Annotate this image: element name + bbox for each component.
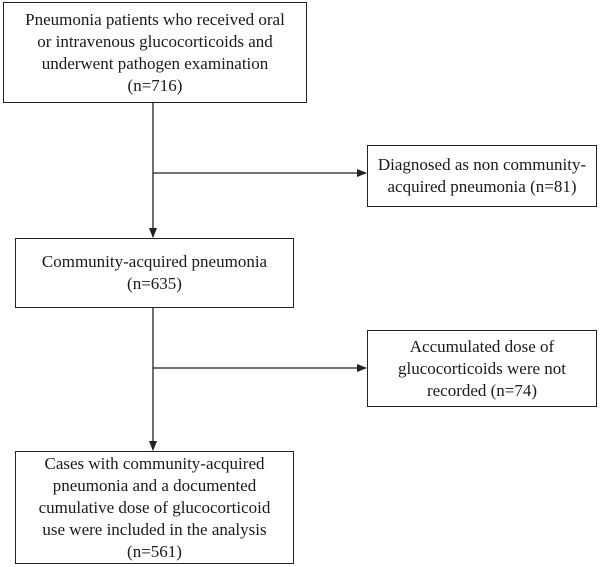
initial-cohort-line: underwent pathogen examination [41, 53, 269, 73]
cap-cohort-count: (n=635) [127, 274, 182, 293]
final-analysis-line: Cases with community-acquired [44, 453, 265, 473]
exclusion-dose-not-recorded-box: Accumulated dose of glucocorticoids were… [367, 330, 597, 407]
final-analysis-line: use were included in the analysis [42, 519, 267, 539]
cap-cohort-line: Community-acquired pneumonia [41, 252, 268, 271]
exclusion-dose-line: recorded (n=74) [426, 380, 538, 400]
exclusion-dose-line: glucocorticoids were not [397, 358, 567, 378]
final-analysis-box: Cases with community-acquired pneumonia … [15, 451, 294, 564]
final-analysis-line: cumulative dose of glucocorticoid [38, 497, 271, 517]
initial-cohort-line: or intravenous glucocorticoids and [37, 31, 273, 51]
initial-cohort-count: (n=716) [127, 75, 183, 95]
exclusion-non-cap-line: acquired pneumonia (n=81) [387, 177, 577, 196]
initial-cohort-box: Pneumonia patients who received oral or … [3, 2, 307, 103]
final-analysis-count: (n=561) [127, 541, 182, 561]
exclusion-non-cap-line: Diagnosed as non community- [377, 155, 587, 174]
cap-cohort-box: Community-acquired pneumonia (n=635) [15, 238, 294, 308]
final-analysis-line: pneumonia and a documented [52, 475, 257, 495]
exclusion-dose-line: Accumulated dose of [409, 336, 555, 356]
initial-cohort-line: Pneumonia patients who received oral [25, 9, 285, 29]
exclusion-non-cap-box: Diagnosed as non community- acquired pne… [367, 145, 597, 207]
